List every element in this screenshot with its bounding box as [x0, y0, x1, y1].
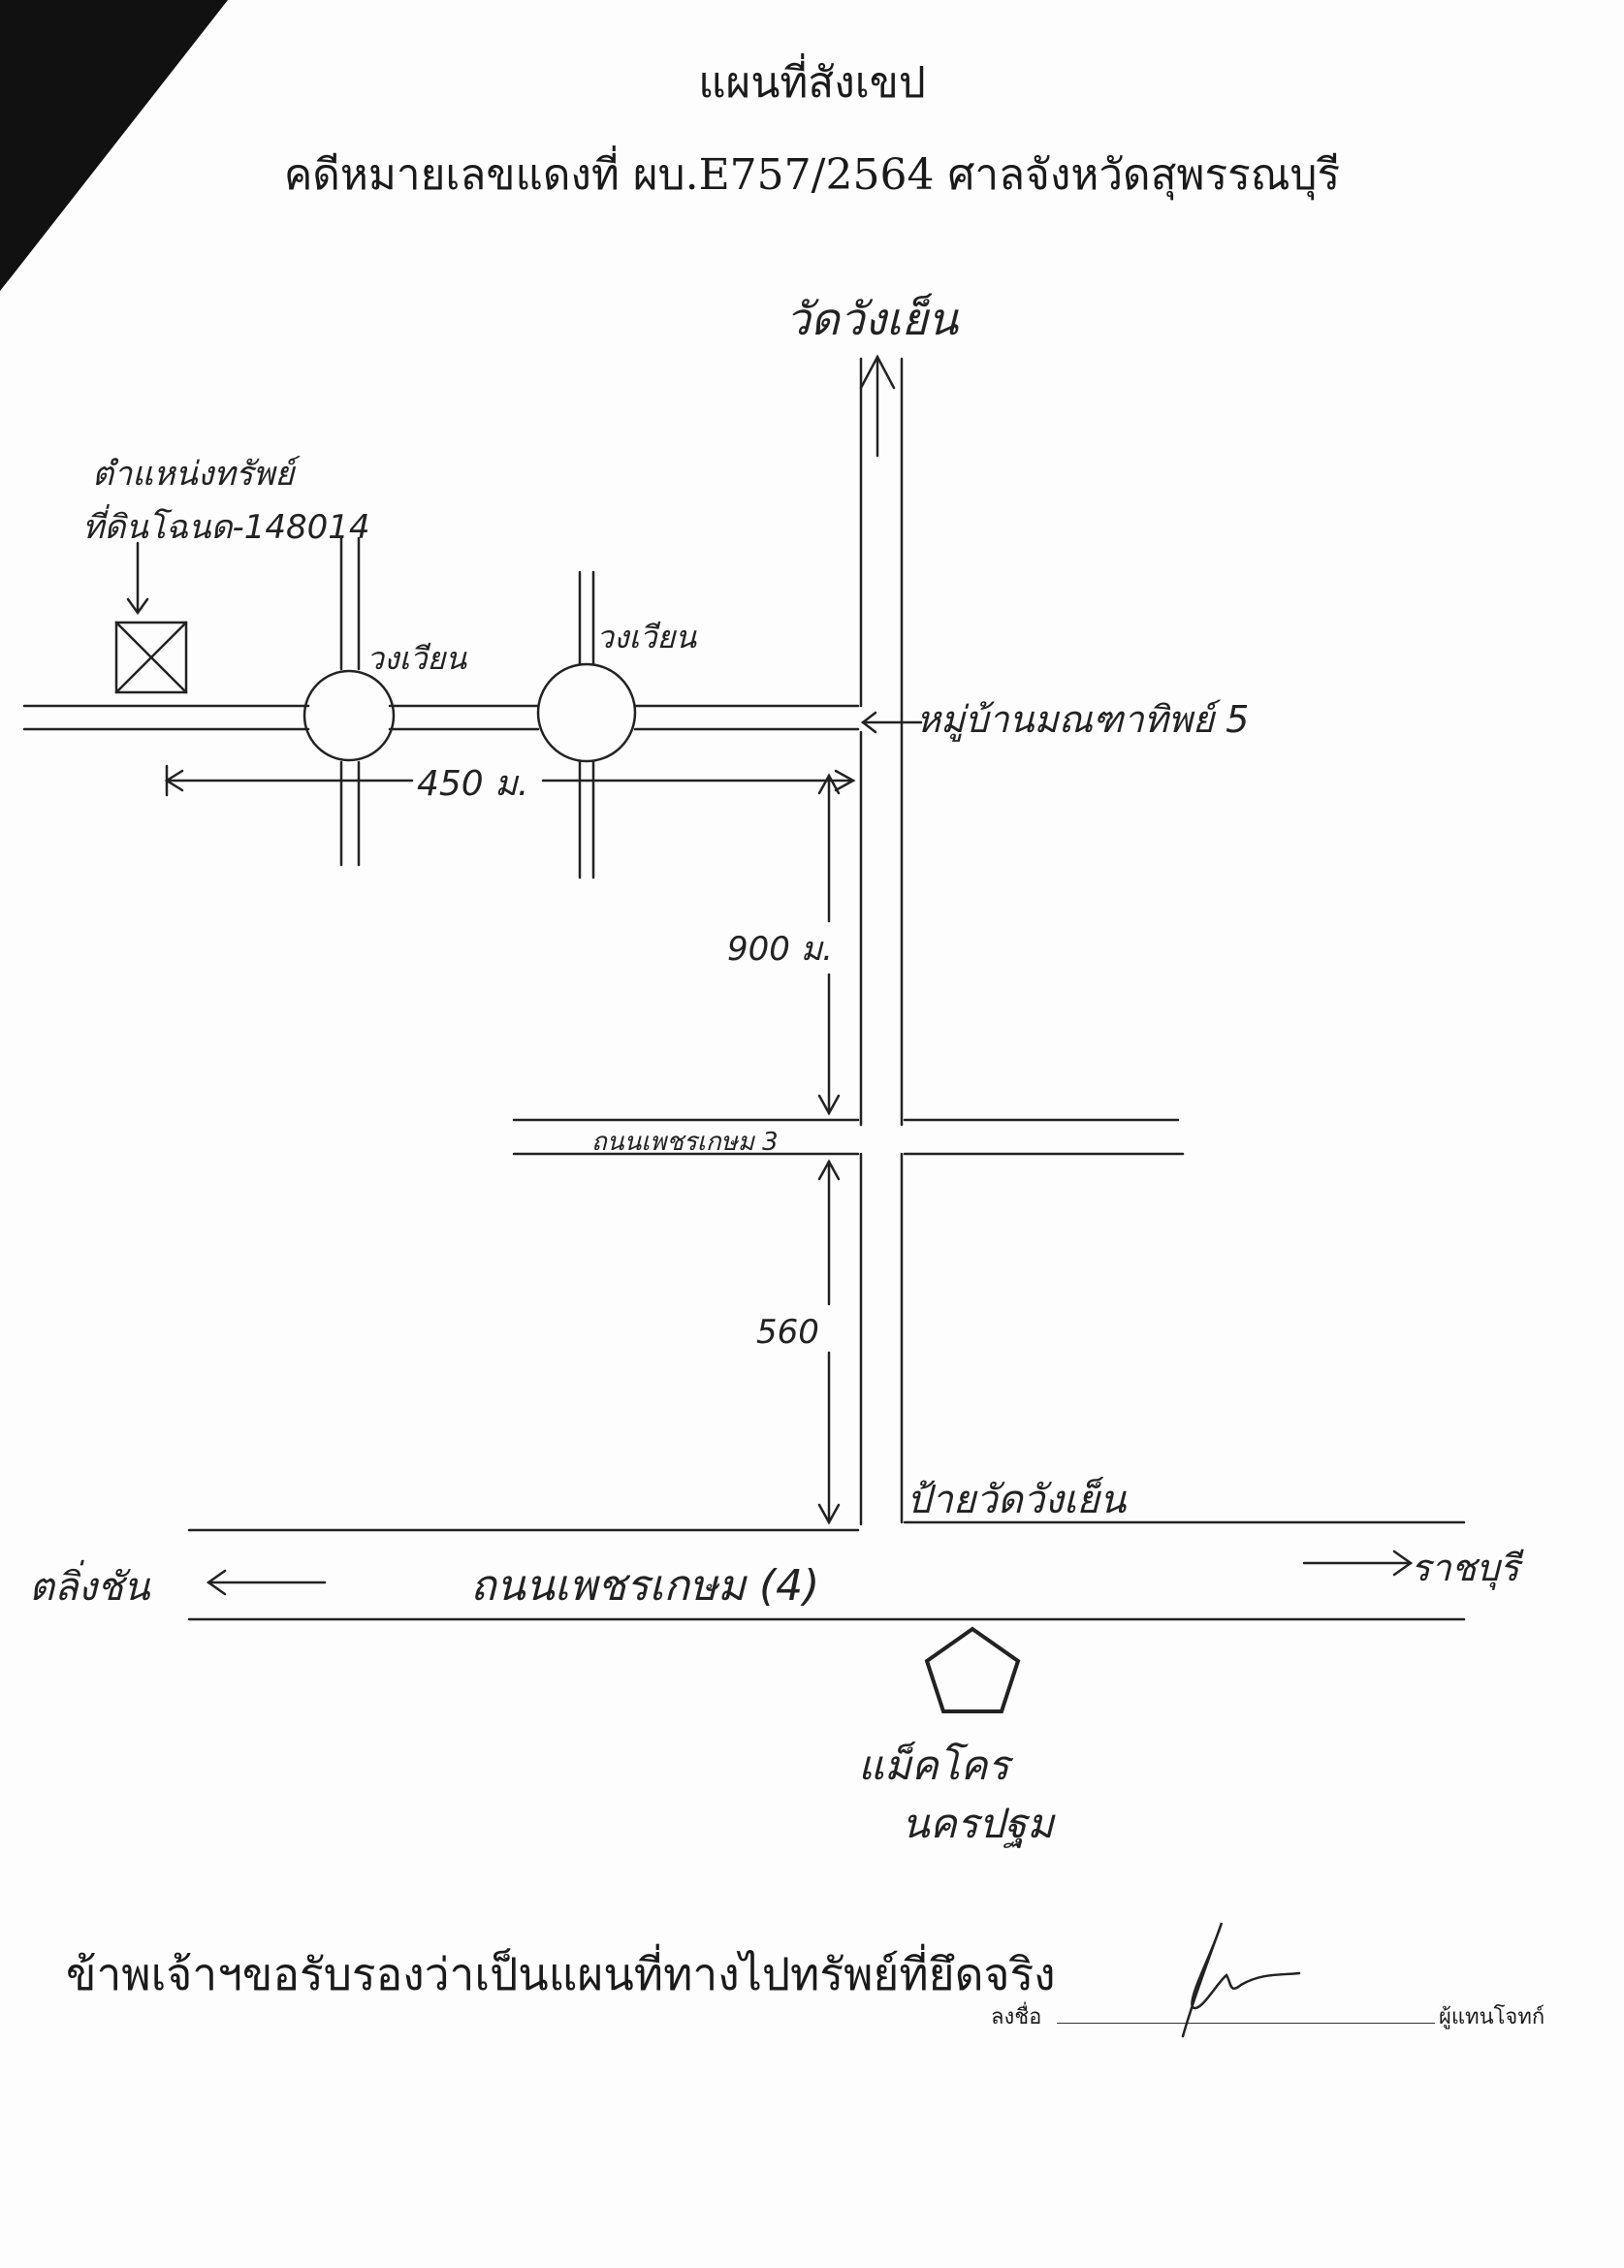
page-title: แผนที่สังเขป: [698, 58, 926, 108]
sign-label: ลงชื่อ: [991, 2005, 1042, 2029]
cross-road-label: ถนนเพชรเกษม 3: [591, 1128, 779, 1157]
village-label: หมู่บ้านมณฑาทิพย์ 5: [916, 698, 1249, 742]
landmark-label-line1: แม็คโคร: [858, 1741, 1014, 1789]
main-road-label: ถนนเพชรเกษม (4): [470, 1561, 819, 1611]
west-destination-label: ตลิ่งชัน: [29, 1559, 151, 1610]
distance-horizontal-label: 450 ม.: [417, 764, 528, 804]
signature-line: [1057, 2023, 1435, 2024]
roundabout-left: [303, 669, 396, 762]
property-label-line1: ตำแหน่งทรัพย์: [92, 455, 301, 494]
certification-statement: ข้าพเจ้าฯขอรับรองว่าเป็นแผนที่ทางไปทรัพย…: [66, 1948, 1056, 2000]
north-destination-label: วัดวังเย็น: [785, 293, 960, 345]
property-label-line2: ที่ดินโฉนด-148014: [82, 504, 370, 547]
roundabout-left-label: วงเวียน: [366, 640, 467, 677]
landmark-pentagon-icon: [924, 1626, 1021, 1713]
temple-sign-label: ป้ายวัดวังเย็น: [907, 1477, 1128, 1522]
roundabout-right: [536, 662, 637, 763]
distance-lower-label: 560: [756, 1313, 819, 1352]
roundabout-right-label: วงเวียน: [596, 619, 697, 655]
handwritten-signature: [1181, 1922, 1301, 2038]
property-marker-icon: [114, 621, 188, 694]
landmark-label-line2: นครปฐม: [902, 1800, 1056, 1848]
case-number-subtitle: คดีหมายเลขแดงที่ ผบ.E757/2564 ศาลจังหวัด…: [283, 150, 1341, 200]
sign-role: ผู้แทนโจทก์: [1439, 2005, 1545, 2029]
scan-corner-shadow: [0, 0, 228, 291]
east-destination-label: ราชบุรี: [1411, 1547, 1524, 1590]
distance-upper-label: 900 ม.: [727, 930, 833, 969]
